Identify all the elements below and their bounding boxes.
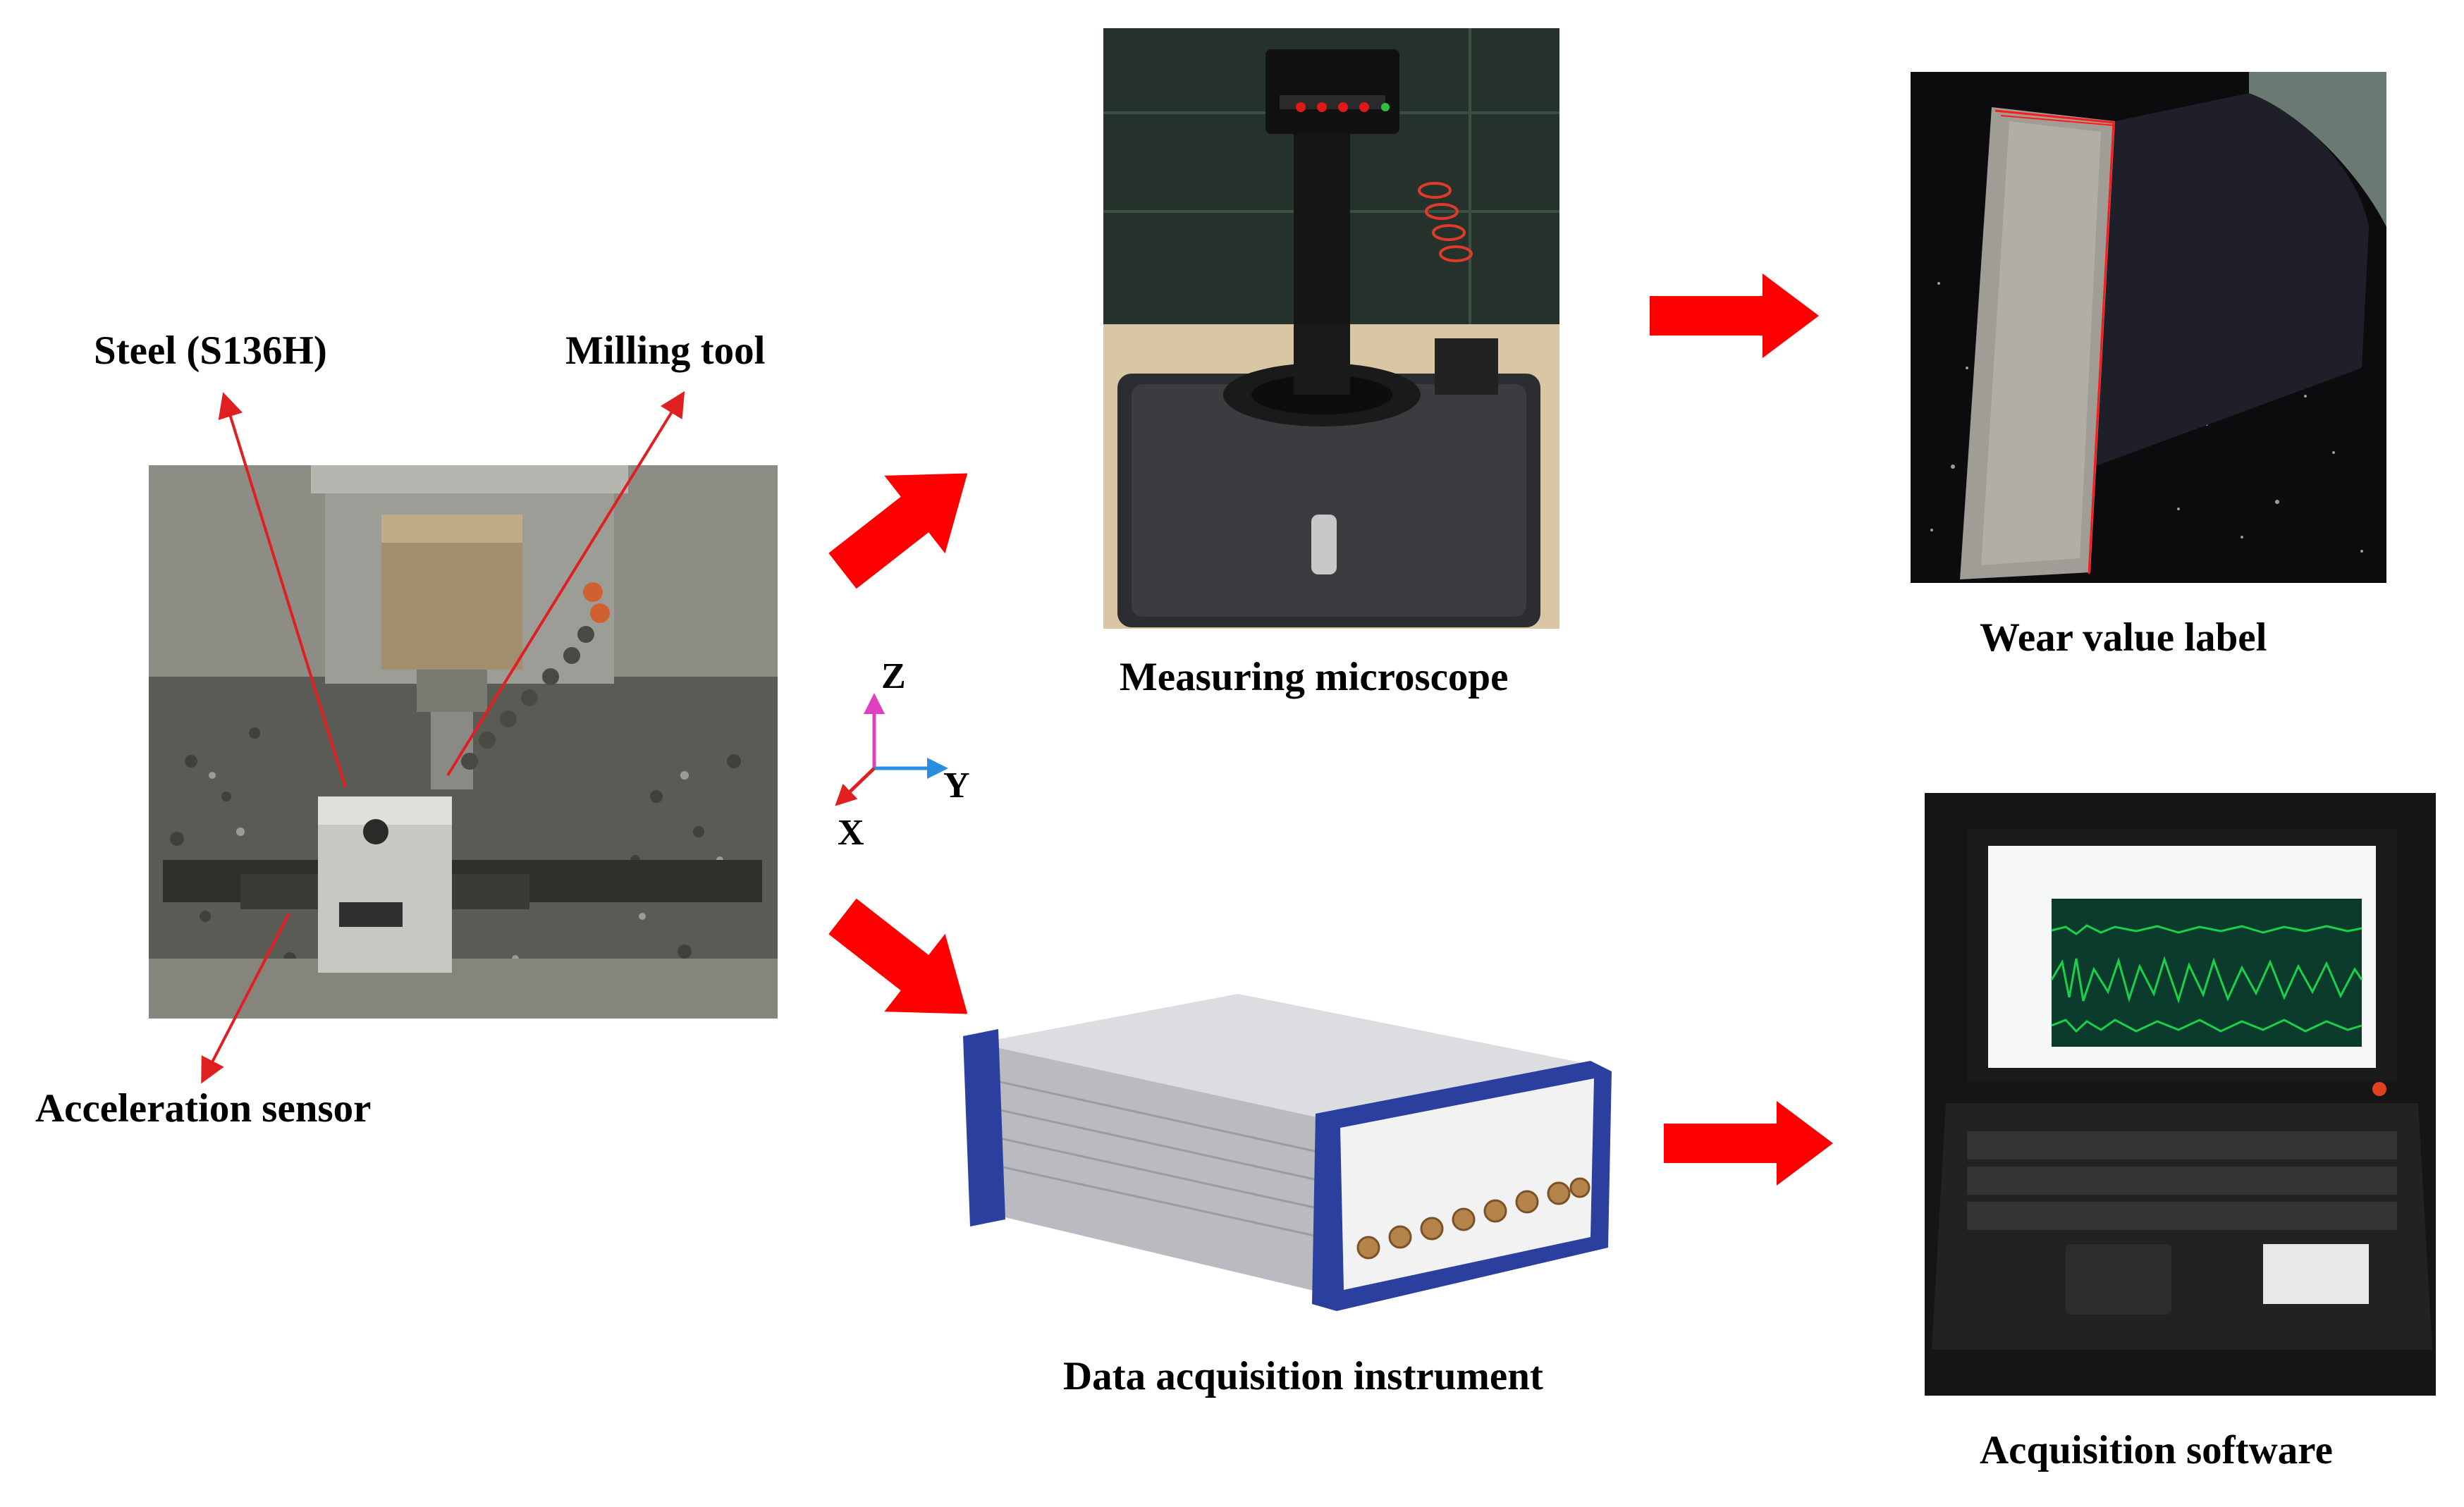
milling-tool-annotation-arrow <box>446 390 685 777</box>
axis-triad-icon <box>835 693 948 806</box>
axis-y-label: Y <box>943 765 970 806</box>
axis-x-label: X <box>838 813 864 853</box>
milling-machine-photo <box>149 465 778 1019</box>
steel-label: Steel (S136H) <box>94 328 327 373</box>
wear-value-photo <box>1911 72 2386 583</box>
flow-arrow-to-software <box>1664 1101 1833 1186</box>
milling-tool-label: Milling tool <box>565 328 766 373</box>
flow-arrow-to-instrument <box>828 898 968 1014</box>
measuring-microscope-label: Measuring microscope <box>1120 655 1509 699</box>
acceleration-sensor-annotation-arrow <box>201 913 290 1084</box>
axis-z-label: Z <box>881 656 906 696</box>
acquisition-software-laptop-photo <box>1925 793 2436 1396</box>
acceleration-sensor-label: Acceleration sensor <box>35 1086 372 1131</box>
steel-annotation-arrow <box>218 392 347 788</box>
flow-arrow-to-microscope <box>828 473 968 589</box>
measuring-microscope-photo <box>1103 28 1559 629</box>
data-acquisition-instrument-photo <box>956 987 1615 1322</box>
wear-value-label-caption: Wear value label <box>1980 615 2267 660</box>
acquisition-software-label: Acquisition software <box>1980 1428 2333 1472</box>
flow-arrow-to-wear-label <box>1650 273 1819 358</box>
data-acquisition-instrument-label: Data acquisition instrument <box>1063 1354 1543 1398</box>
